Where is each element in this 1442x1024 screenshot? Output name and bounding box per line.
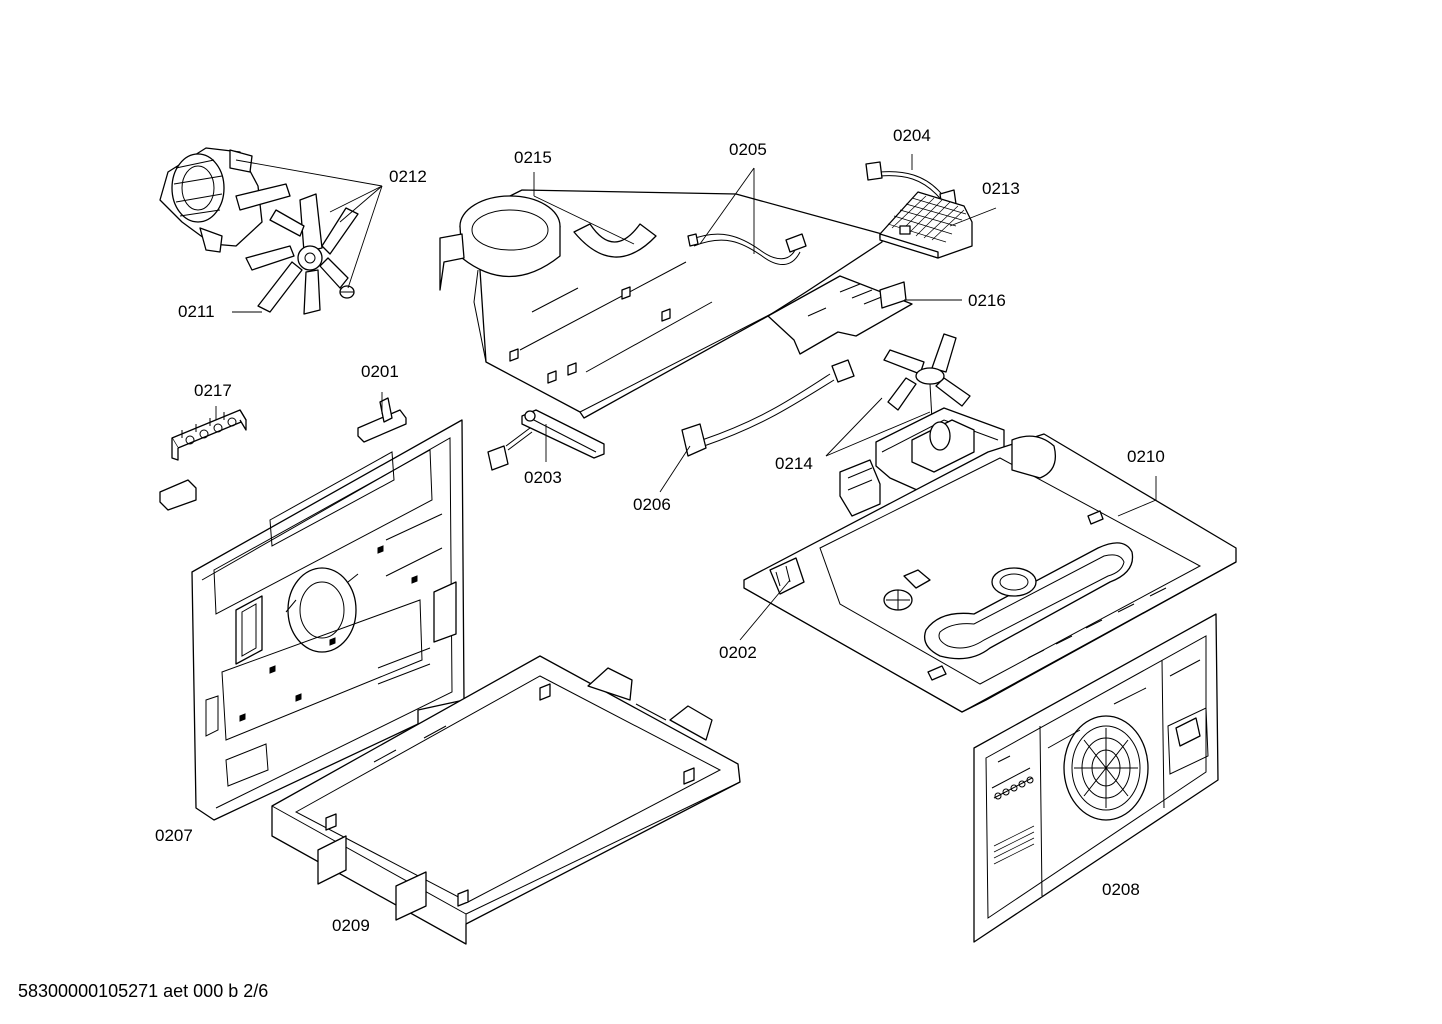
callout-0206: 0206 <box>633 495 671 514</box>
callout-0210: 0210 <box>1127 447 1165 466</box>
callout-0216: 0216 <box>968 291 1006 310</box>
callout-0214: 0214 <box>775 454 813 473</box>
callout-0211: 0211 <box>178 302 215 321</box>
sensor-part <box>487 409 605 471</box>
callout-0205: 0205 <box>729 140 767 159</box>
callout-0213: 0213 <box>982 179 1020 198</box>
callout-0204: 0204 <box>893 126 931 145</box>
callout-0203: 0203 <box>524 468 562 487</box>
callout-0207: 0207 <box>155 826 193 845</box>
fan-motor-part <box>159 147 291 253</box>
top-plate-part <box>743 433 1237 713</box>
front-panel-part <box>973 613 1219 943</box>
heat-sink-part <box>879 191 973 259</box>
clip-part <box>357 397 407 443</box>
leader-lines <box>215 154 1157 641</box>
callout-0202: 0202 <box>719 643 757 662</box>
terminal-block-part <box>159 409 247 511</box>
callout-0215: 0215 <box>514 148 552 167</box>
callout-0201: 0201 <box>361 362 399 381</box>
callout-0208: 0208 <box>1102 880 1140 899</box>
wire-harness-part <box>687 233 807 265</box>
rear-panel-part <box>191 419 465 821</box>
bottom-tray-part <box>271 655 741 945</box>
callout-0209: 0209 <box>332 916 370 935</box>
callout-0212: 0212 <box>389 167 427 186</box>
fan-blade-part <box>245 193 359 315</box>
callout-0217: 0217 <box>194 381 232 400</box>
document-id: 58300000105271 aet 000 b 2/6 <box>18 981 269 1001</box>
top-duct-part <box>439 189 913 419</box>
wire-lead-part <box>681 359 855 457</box>
